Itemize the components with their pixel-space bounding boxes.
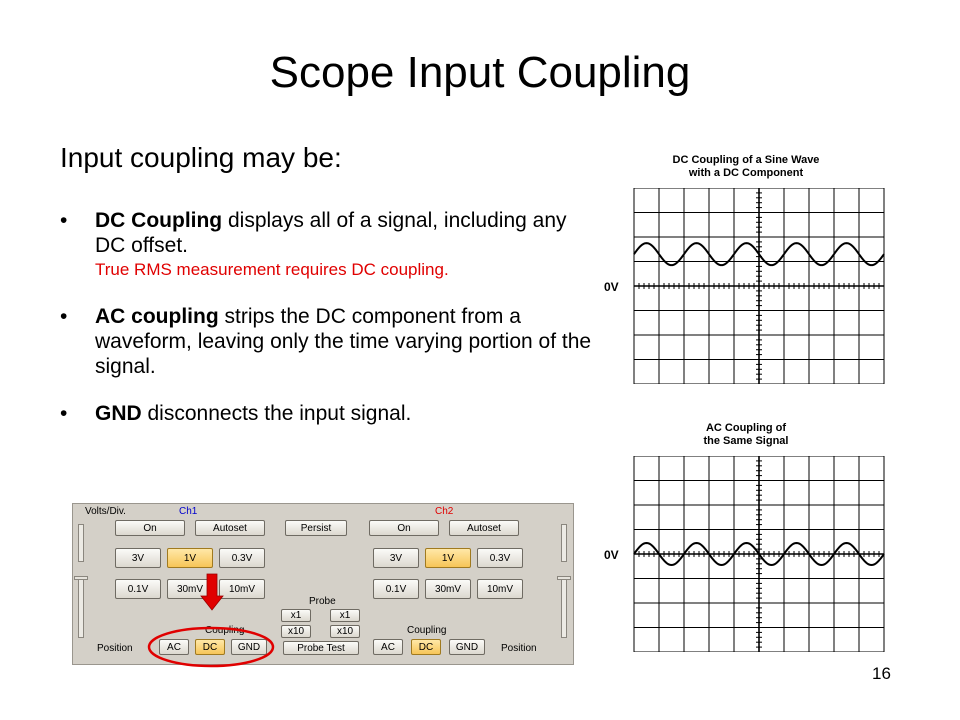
slide-title: Scope Input Coupling [269, 48, 691, 97]
dc-scope-screen: 0V [604, 188, 885, 384]
page-number: 16 [872, 664, 891, 683]
bullet-list: • DC Coupling displays all of a signal, … [60, 208, 600, 448]
bullet-dc: • DC Coupling displays all of a signal, … [60, 208, 600, 282]
ch2-coupling-dc-button[interactable]: DC [411, 639, 441, 655]
bullet-dot: • [60, 305, 68, 328]
ch1-coupling-label: Coupling [205, 625, 245, 636]
sine-trace [633, 541, 885, 567]
dc-coupling-figure: DC Coupling of a Sine Wave with a DC Com… [604, 154, 888, 384]
bullet-text: disconnects the input signal. [141, 402, 412, 425]
ch1-coupling-ac-button[interactable]: AC [159, 639, 189, 655]
ch1-position-track-lower[interactable] [78, 578, 84, 638]
graticule [633, 456, 885, 652]
ch1-probe-x10-button[interactable]: x10 [281, 625, 311, 638]
volts-div-label: Volts/Div. [85, 506, 126, 517]
sine-trace [633, 242, 885, 267]
ch2-range-3v[interactable]: 3V [373, 548, 419, 568]
ac-scope-screen: 0V [604, 456, 885, 652]
ch2-range-1v[interactable]: 1V [425, 548, 471, 568]
ch2-on-button[interactable]: On [369, 520, 439, 536]
ch1-coupling-dc-button[interactable]: DC [195, 639, 225, 655]
ch2-range-10mv[interactable]: 10mV [477, 579, 523, 599]
persist-button[interactable]: Persist [285, 520, 347, 536]
ch2-position-slider-handle[interactable] [557, 576, 571, 580]
red-down-arrow [200, 573, 224, 611]
ch2-range-30mv[interactable]: 30mV [425, 579, 471, 599]
ac-caption-line1: AC Coupling of [705, 422, 787, 434]
ch1-range-30mv[interactable]: 30mV [167, 579, 213, 599]
ch2-label: Ch2 [435, 506, 454, 517]
bullet-term: AC coupling [95, 305, 219, 328]
ch1-position-slider-handle[interactable] [74, 576, 88, 580]
ch2-autoset-button[interactable]: Autoset [449, 520, 519, 536]
dc-caption-line1: DC Coupling of a Sine Wave [672, 154, 820, 166]
bullet-term: GND [95, 402, 142, 425]
ch1-range-3v[interactable]: 3V [115, 548, 161, 568]
ch1-position-label: Position [97, 643, 133, 654]
dc-caption-line2: with a DC Component [688, 167, 804, 179]
bullet-term: DC Coupling [95, 209, 223, 232]
ch1-probe-x1-button[interactable]: x1 [281, 609, 311, 622]
probe-label: Probe [309, 596, 336, 607]
ch2-range-0p1v[interactable]: 0.1V [373, 579, 419, 599]
zero-volt-label: 0V [604, 548, 619, 562]
ac-coupling-figure: AC Coupling of the Same Signal 0V [604, 422, 888, 652]
dc-highlight-overlay [147, 573, 275, 668]
graticule [633, 188, 885, 384]
ch1-coupling-gnd-button[interactable]: GND [231, 639, 267, 655]
bullet-text: displays all of a signal, including any … [95, 209, 567, 257]
ch2-range-0p3v[interactable]: 0.3V [477, 548, 523, 568]
zero-volt-label: 0V [604, 280, 619, 294]
ch2-coupling-gnd-button[interactable]: GND [449, 639, 485, 655]
ch1-range-1v[interactable]: 1V [167, 548, 213, 568]
ch1-range-10mv[interactable]: 10mV [219, 579, 265, 599]
ch2-position-track-upper[interactable] [561, 524, 567, 562]
ch1-position-track-upper[interactable] [78, 524, 84, 562]
ch1-range-0p1v[interactable]: 0.1V [115, 579, 161, 599]
ch2-coupling-ac-button[interactable]: AC [373, 639, 403, 655]
probe-test-button[interactable]: Probe Test [283, 641, 359, 655]
coupling-highlight-circle [147, 626, 275, 668]
intro-text: Input coupling may be: [60, 142, 342, 173]
bullet-dot: • [60, 209, 68, 232]
ch1-label: Ch1 [179, 506, 198, 517]
bullet-text: strips the DC component from a waveform,… [95, 305, 592, 378]
ch2-position-label: Position [501, 643, 537, 654]
ch1-on-button[interactable]: On [115, 520, 185, 536]
ch2-position-track-lower[interactable] [561, 578, 567, 638]
ch1-autoset-button[interactable]: Autoset [195, 520, 265, 536]
ac-caption-line2: the Same Signal [703, 435, 789, 447]
ch2-coupling-label: Coupling [407, 625, 447, 636]
bullet-gnd: • GND disconnects the input signal. [60, 401, 600, 426]
bullet-note: True RMS measurement requires DC couplin… [95, 260, 449, 279]
scope-control-panel: Volts/Div. Ch1 Ch2 On Autoset 3V 1V 0.3V… [72, 503, 574, 668]
ch2-probe-x10-button[interactable]: x10 [330, 625, 360, 638]
ch1-range-0p3v[interactable]: 0.3V [219, 548, 265, 568]
ch2-probe-x1-button[interactable]: x1 [330, 609, 360, 622]
bullet-ac: • AC coupling strips the DC component fr… [60, 304, 600, 379]
bullet-dot: • [60, 402, 68, 425]
